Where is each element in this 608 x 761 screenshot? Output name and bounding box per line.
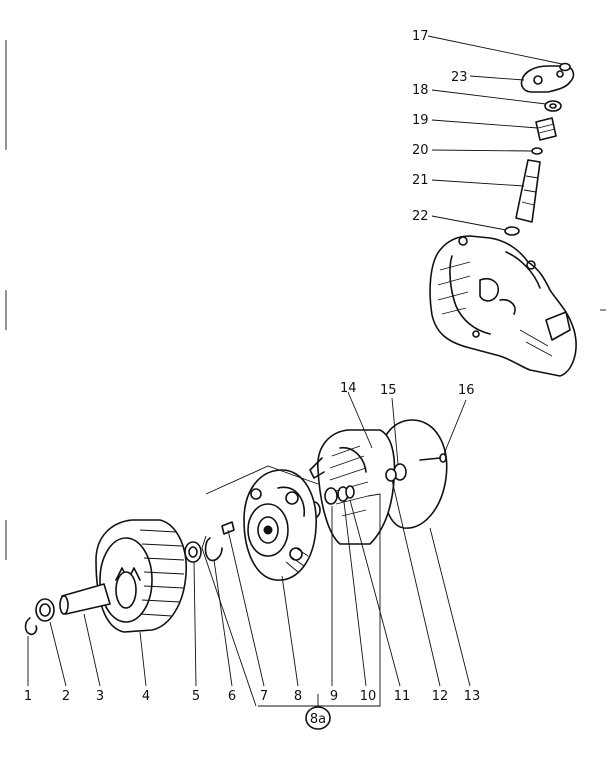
part-20-ring: [531, 147, 543, 155]
part-5-washer: [184, 541, 202, 563]
callout-23: 23: [451, 70, 468, 85]
callout-9: 9: [330, 689, 338, 704]
part-22-seal: [504, 226, 520, 236]
part-19-bushing: [535, 117, 557, 141]
callout-3: 3: [96, 689, 104, 704]
part-4-drum: [95, 519, 187, 633]
scan-edge-marks: [5, 40, 606, 560]
part-23-lever: [520, 65, 575, 93]
callout-17: 17: [412, 29, 429, 44]
part-7-key: [221, 521, 235, 535]
callout-8: 8: [294, 689, 302, 704]
callout-22: 22: [412, 209, 429, 224]
callouts-mid: 14 15 16: [340, 381, 475, 398]
callout-15: 15: [380, 383, 397, 398]
callout-6: 6: [228, 689, 236, 704]
callout-1: 1: [24, 689, 32, 704]
callout-20: 20: [412, 143, 429, 158]
callout-14: 14: [340, 381, 357, 396]
callouts-top: 17 23 18 19 20 21 22: [412, 29, 468, 224]
callout-5: 5: [192, 689, 200, 704]
part-1-circlip: [24, 617, 38, 636]
part-14-cover: [309, 429, 396, 545]
callout-4: 4: [142, 689, 150, 704]
part-17-nut: [559, 62, 571, 72]
gearbox-housing: [429, 235, 577, 377]
part-16-bolt: [419, 453, 447, 463]
leader-lines: [27, 35, 563, 707]
callout-16: 16: [458, 383, 475, 398]
callout-10: 10: [360, 689, 377, 704]
callout-13: 13: [464, 689, 481, 704]
callout-18: 18: [412, 83, 429, 98]
part-3-shaft: [59, 583, 111, 615]
callout-7: 7: [260, 689, 268, 704]
callout-2: 2: [62, 689, 70, 704]
group-8a-bubble: 8a: [305, 694, 331, 730]
part-8-carrier: [243, 469, 317, 581]
part-15-nut: [385, 463, 407, 482]
part-2-ring: [35, 598, 55, 622]
callouts-bottom: 1 2 3 4 5 6 7 8 9 10 11 12 13: [24, 689, 480, 704]
part-6-circlip: [204, 537, 223, 562]
group-label: 8a: [310, 712, 326, 727]
callout-21: 21: [412, 173, 429, 188]
part-18-washer: [544, 100, 562, 112]
callout-11: 11: [394, 689, 411, 704]
part-21-shaft: [515, 159, 541, 223]
part-13-gasket: [378, 419, 448, 529]
callout-12: 12: [432, 689, 449, 704]
callout-19: 19: [412, 113, 429, 128]
